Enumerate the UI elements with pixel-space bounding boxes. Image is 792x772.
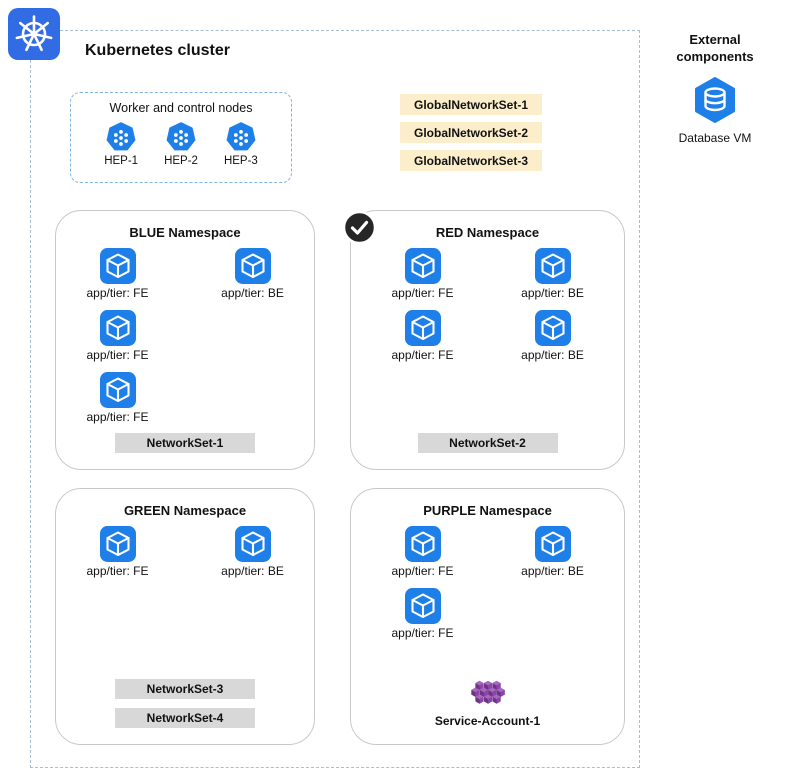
kubernetes-cluster-boundary [30, 30, 640, 768]
global-network-set-label: GlobalNetworkSet-1 [400, 94, 542, 115]
pod-label: app/tier: BE [521, 286, 584, 300]
service-account-label: Service-Account-1 [434, 714, 541, 728]
pod-label: app/tier: FE [86, 348, 149, 362]
pod-row: app/tier: FE app/tier: BE [375, 526, 600, 578]
pod: app/tier: FE [70, 310, 165, 362]
worker-node-label: HEP-2 [164, 155, 198, 167]
pod: app/tier: FE [70, 372, 165, 424]
worker-node-label: HEP-3 [223, 155, 258, 167]
pod: app/tier: FE [70, 526, 165, 578]
pod: app/tier: BE [505, 248, 600, 300]
external-components: External components Database VM [653, 32, 777, 145]
namespace-title: PURPLE Namespace [423, 503, 552, 518]
pod-icon [99, 372, 136, 408]
namespace-title: RED Namespace [435, 225, 540, 240]
pod-icon [534, 526, 571, 562]
pod-icon [404, 526, 441, 562]
namespace-footer: NetworkSet-2 [351, 433, 624, 453]
worker-nodes-list: HEP-1 HEP-2 HEP-3 [71, 122, 291, 167]
pod-label: app/tier: BE [521, 564, 584, 578]
pod: app/tier: FE [70, 248, 165, 300]
pod-label: app/tier: BE [221, 564, 284, 578]
pod-label: app/tier: BE [521, 348, 584, 362]
network-set-label: NetworkSet-4 [115, 708, 255, 728]
pod-label: app/tier: BE [221, 286, 284, 300]
database-vm-label: Database VM [678, 130, 752, 145]
pod-row: app/tier: FE app/tier: BE [70, 526, 300, 578]
pod: app/tier: BE [205, 526, 300, 578]
pod: app/tier: FE [375, 310, 470, 362]
namespace-purple: PURPLE Namespace app/tier: FE app/tier: BE… [350, 488, 625, 745]
pod-row: app/tier: FE app/tier: BE [375, 310, 600, 362]
pod: app/tier: BE [505, 526, 600, 578]
pod: app/tier: BE [205, 248, 300, 300]
service-account-icon [469, 679, 507, 709]
pod-icon [534, 248, 571, 284]
hep-icon [106, 122, 136, 152]
checkmark-icon [342, 210, 377, 245]
pod: app/tier: FE [375, 588, 470, 640]
worker-node-hep-3: HEP-3 [224, 122, 258, 167]
pod-icon [99, 310, 136, 346]
pod-row: app/tier: FE app/tier: BE [375, 248, 600, 300]
pod-label: app/tier: FE [391, 286, 454, 300]
namespace-green: GREEN Namespace app/tier: FE app/tier: BE N… [55, 488, 315, 745]
pod: app/tier: BE [505, 310, 600, 362]
external-components-title: External components [676, 32, 754, 64]
pod: app/tier: FE [375, 248, 470, 300]
worker-node-hep-2: HEP-2 [164, 122, 198, 167]
pod-row: app/tier: FE [70, 372, 300, 424]
pod-icon [534, 310, 571, 346]
network-set-label: NetworkSet-1 [115, 433, 255, 453]
global-network-set-label: GlobalNetworkSet-3 [400, 150, 542, 171]
pod-label: app/tier: FE [391, 348, 454, 362]
service-account: Service-Account-1 [435, 679, 540, 728]
hep-icon [166, 122, 196, 152]
pod-icon [99, 248, 136, 284]
network-set-label: NetworkSet-3 [115, 679, 255, 699]
pod: app/tier: FE [375, 526, 470, 578]
global-network-set-label: GlobalNetworkSet-2 [400, 122, 542, 143]
cluster-title: Kubernetes cluster [85, 42, 230, 59]
pod-icon [99, 526, 136, 562]
database-vm-icon [691, 76, 739, 124]
worker-node-label: HEP-1 [104, 155, 139, 167]
worker-nodes-title: Worker and control nodes [109, 101, 253, 115]
worker-nodes-box: Worker and control nodes HEP-1 HEP-2 HEP-3 [70, 92, 292, 183]
hep-icon [226, 122, 256, 152]
namespace-footer: NetworkSet-1 [56, 433, 314, 453]
namespace-footer: Service-Account-1 [351, 679, 624, 728]
pod-label: app/tier: FE [391, 626, 454, 640]
pod-label: app/tier: FE [391, 564, 454, 578]
namespace-title: BLUE Namespace [129, 225, 241, 240]
pod-icon [234, 526, 271, 562]
namespace-title: GREEN Namespace [123, 503, 247, 518]
pod-icon [404, 588, 441, 624]
worker-node-hep-1: HEP-1 [104, 122, 138, 167]
pod-rows: app/tier: FE app/tier: BE [56, 526, 314, 578]
pod-icon [404, 248, 441, 284]
pod-row: app/tier: FE app/tier: BE [70, 248, 300, 300]
pod-row: app/tier: FE [375, 588, 600, 640]
kubernetes-logo-icon [8, 8, 60, 60]
pod-label: app/tier: FE [86, 410, 149, 424]
network-set-label: NetworkSet-2 [417, 433, 558, 453]
pod-row: app/tier: FE [70, 310, 300, 362]
pod-icon [234, 248, 271, 284]
pod-icon [404, 310, 441, 346]
pod-label: app/tier: FE [86, 564, 149, 578]
pod-label: app/tier: FE [86, 286, 149, 300]
pod-rows: app/tier: FE app/tier: BE app/tier: FE [351, 526, 624, 640]
